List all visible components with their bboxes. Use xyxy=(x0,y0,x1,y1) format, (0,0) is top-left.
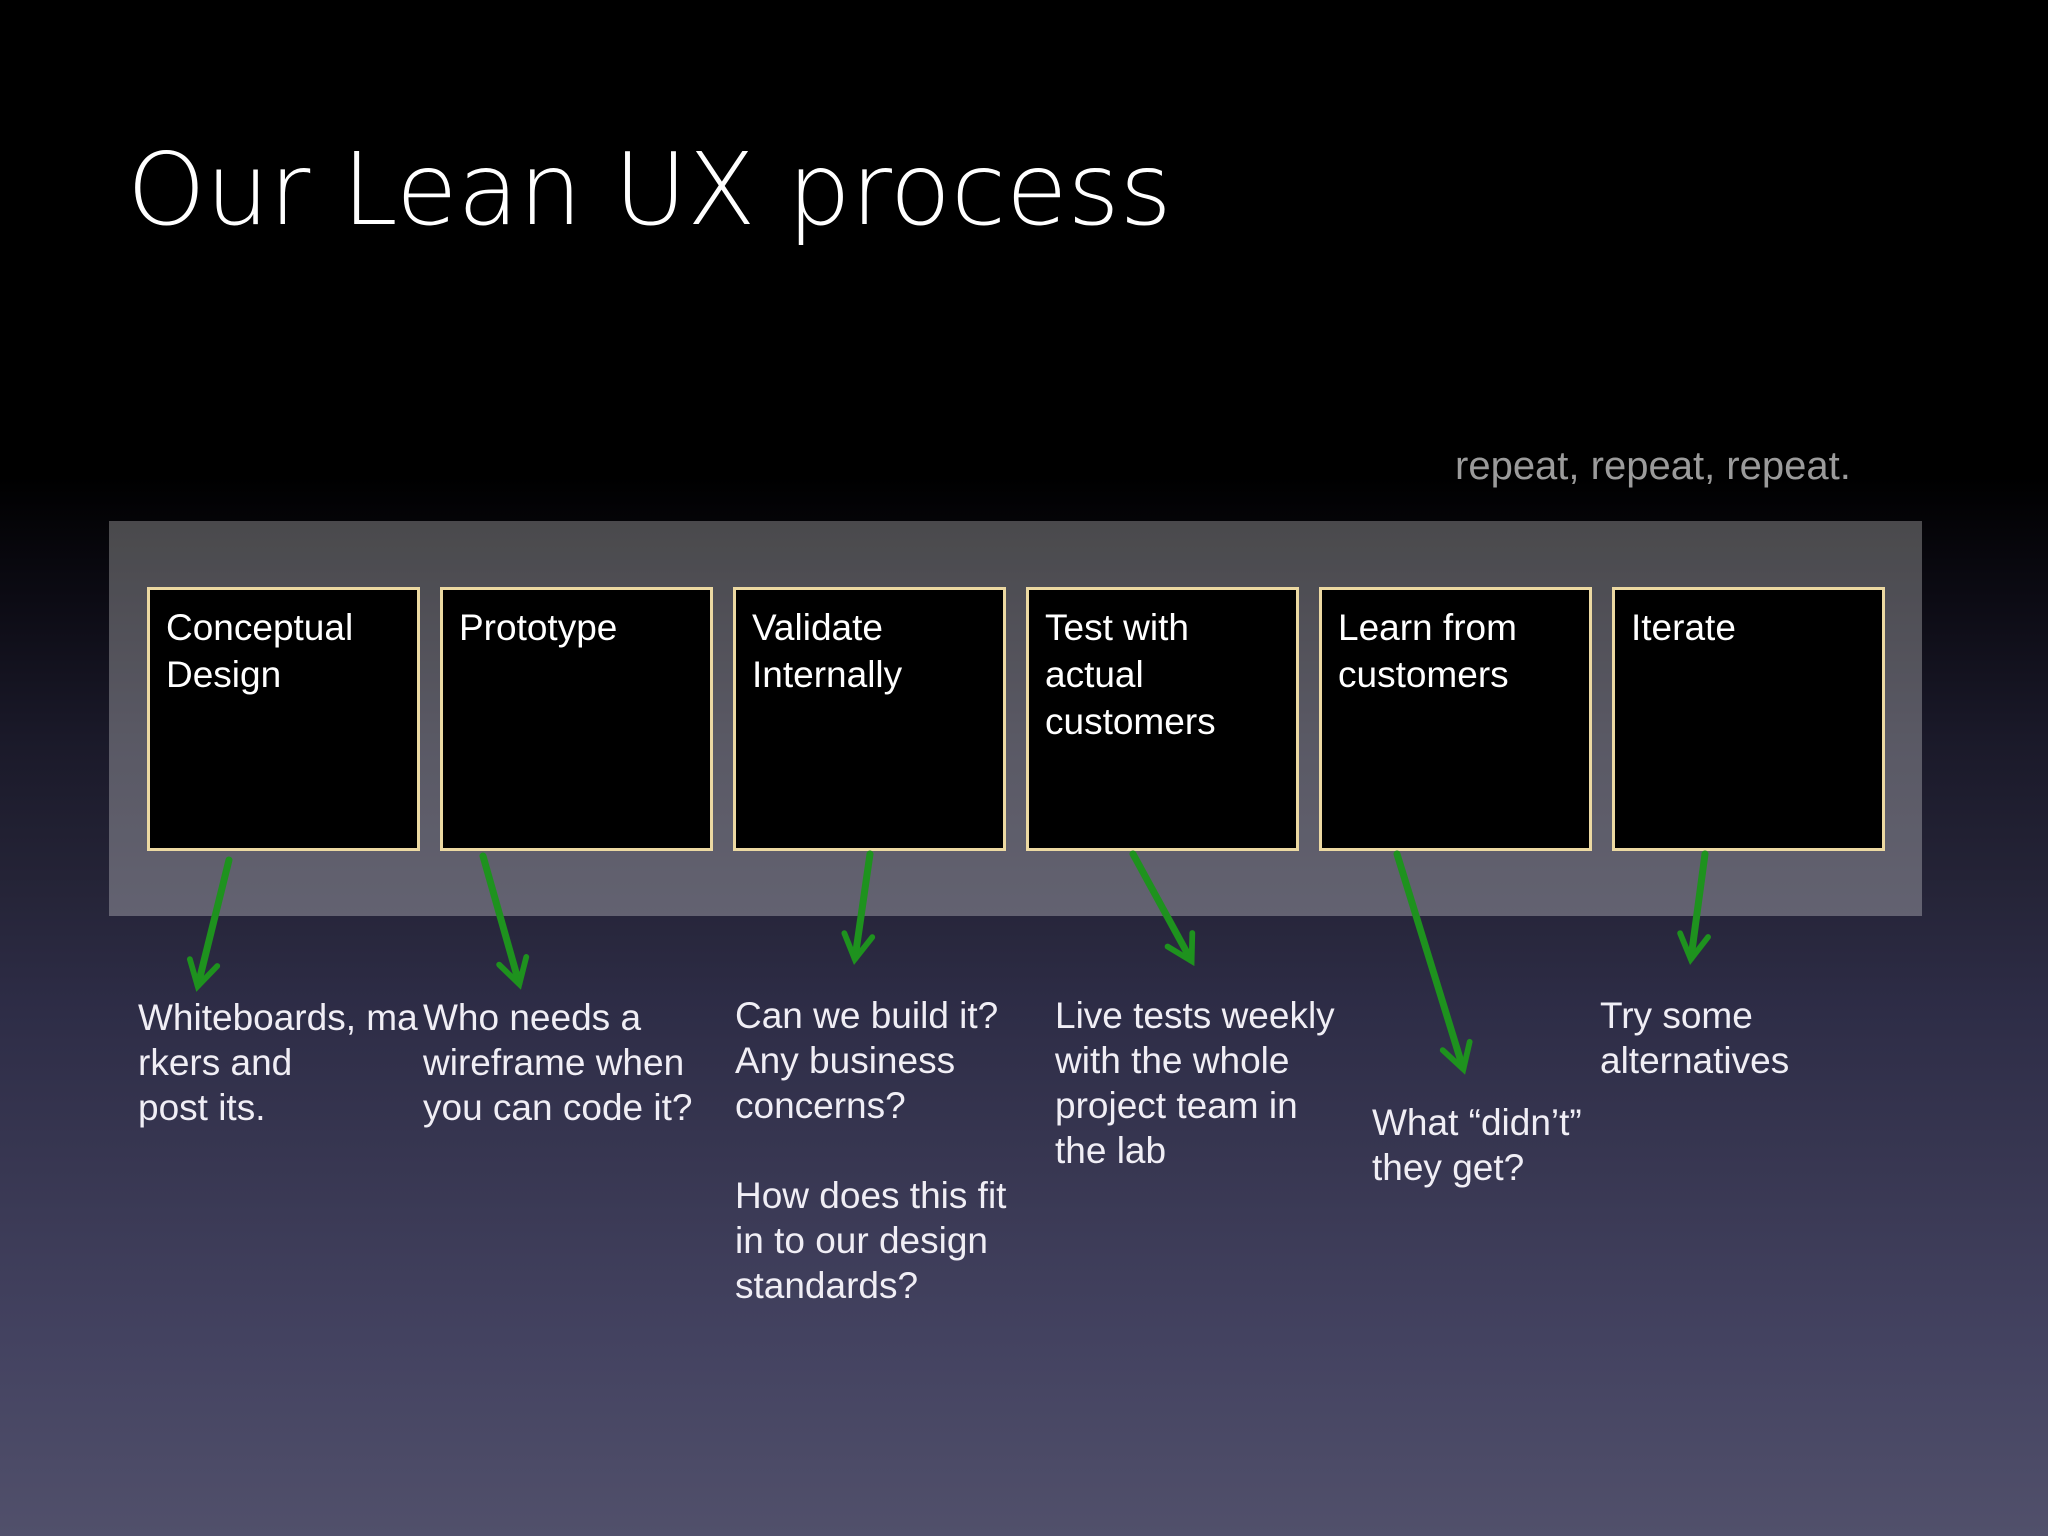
step-note-iterate: Try some alternatives xyxy=(1600,995,1790,1081)
step-label-validate-internally: Validate Internally xyxy=(752,607,903,695)
step-box-prototype: Prototype xyxy=(440,587,713,851)
repeat-annotation: repeat, repeat, repeat. xyxy=(1455,444,1851,488)
step-note-prototype: Who needs a wireframe when you can code … xyxy=(423,997,693,1128)
step-box-test-with-actual-customers: Test with actual customers xyxy=(1026,587,1299,851)
step-label-test-with-actual-customers: Test with actual customers xyxy=(1045,607,1216,742)
step-note-learn-from-customers: What “didn’t” they get? xyxy=(1372,1102,1582,1188)
step-label-conceptual-design: Conceptual Design xyxy=(166,607,354,695)
step-label-iterate: Iterate xyxy=(1631,607,1736,648)
step-note-validate-internally: Can we build it? Any business concerns? … xyxy=(735,995,1007,1306)
step-label-learn-from-customers: Learn from customers xyxy=(1338,607,1517,695)
step-box-conceptual-design: Conceptual Design xyxy=(147,587,420,851)
step-box-validate-internally: Validate Internally xyxy=(733,587,1006,851)
step-label-prototype: Prototype xyxy=(459,607,618,648)
step-note-conceptual-design: Whiteboards, ma rkers and post its. xyxy=(138,997,418,1128)
slide-title: Our Lean UX process xyxy=(127,131,1172,248)
step-note-test-with-actual-customers: Live tests weekly with the whole project… xyxy=(1055,995,1335,1171)
step-box-learn-from-customers: Learn from customers xyxy=(1319,587,1592,851)
step-box-iterate: Iterate xyxy=(1612,587,1885,851)
